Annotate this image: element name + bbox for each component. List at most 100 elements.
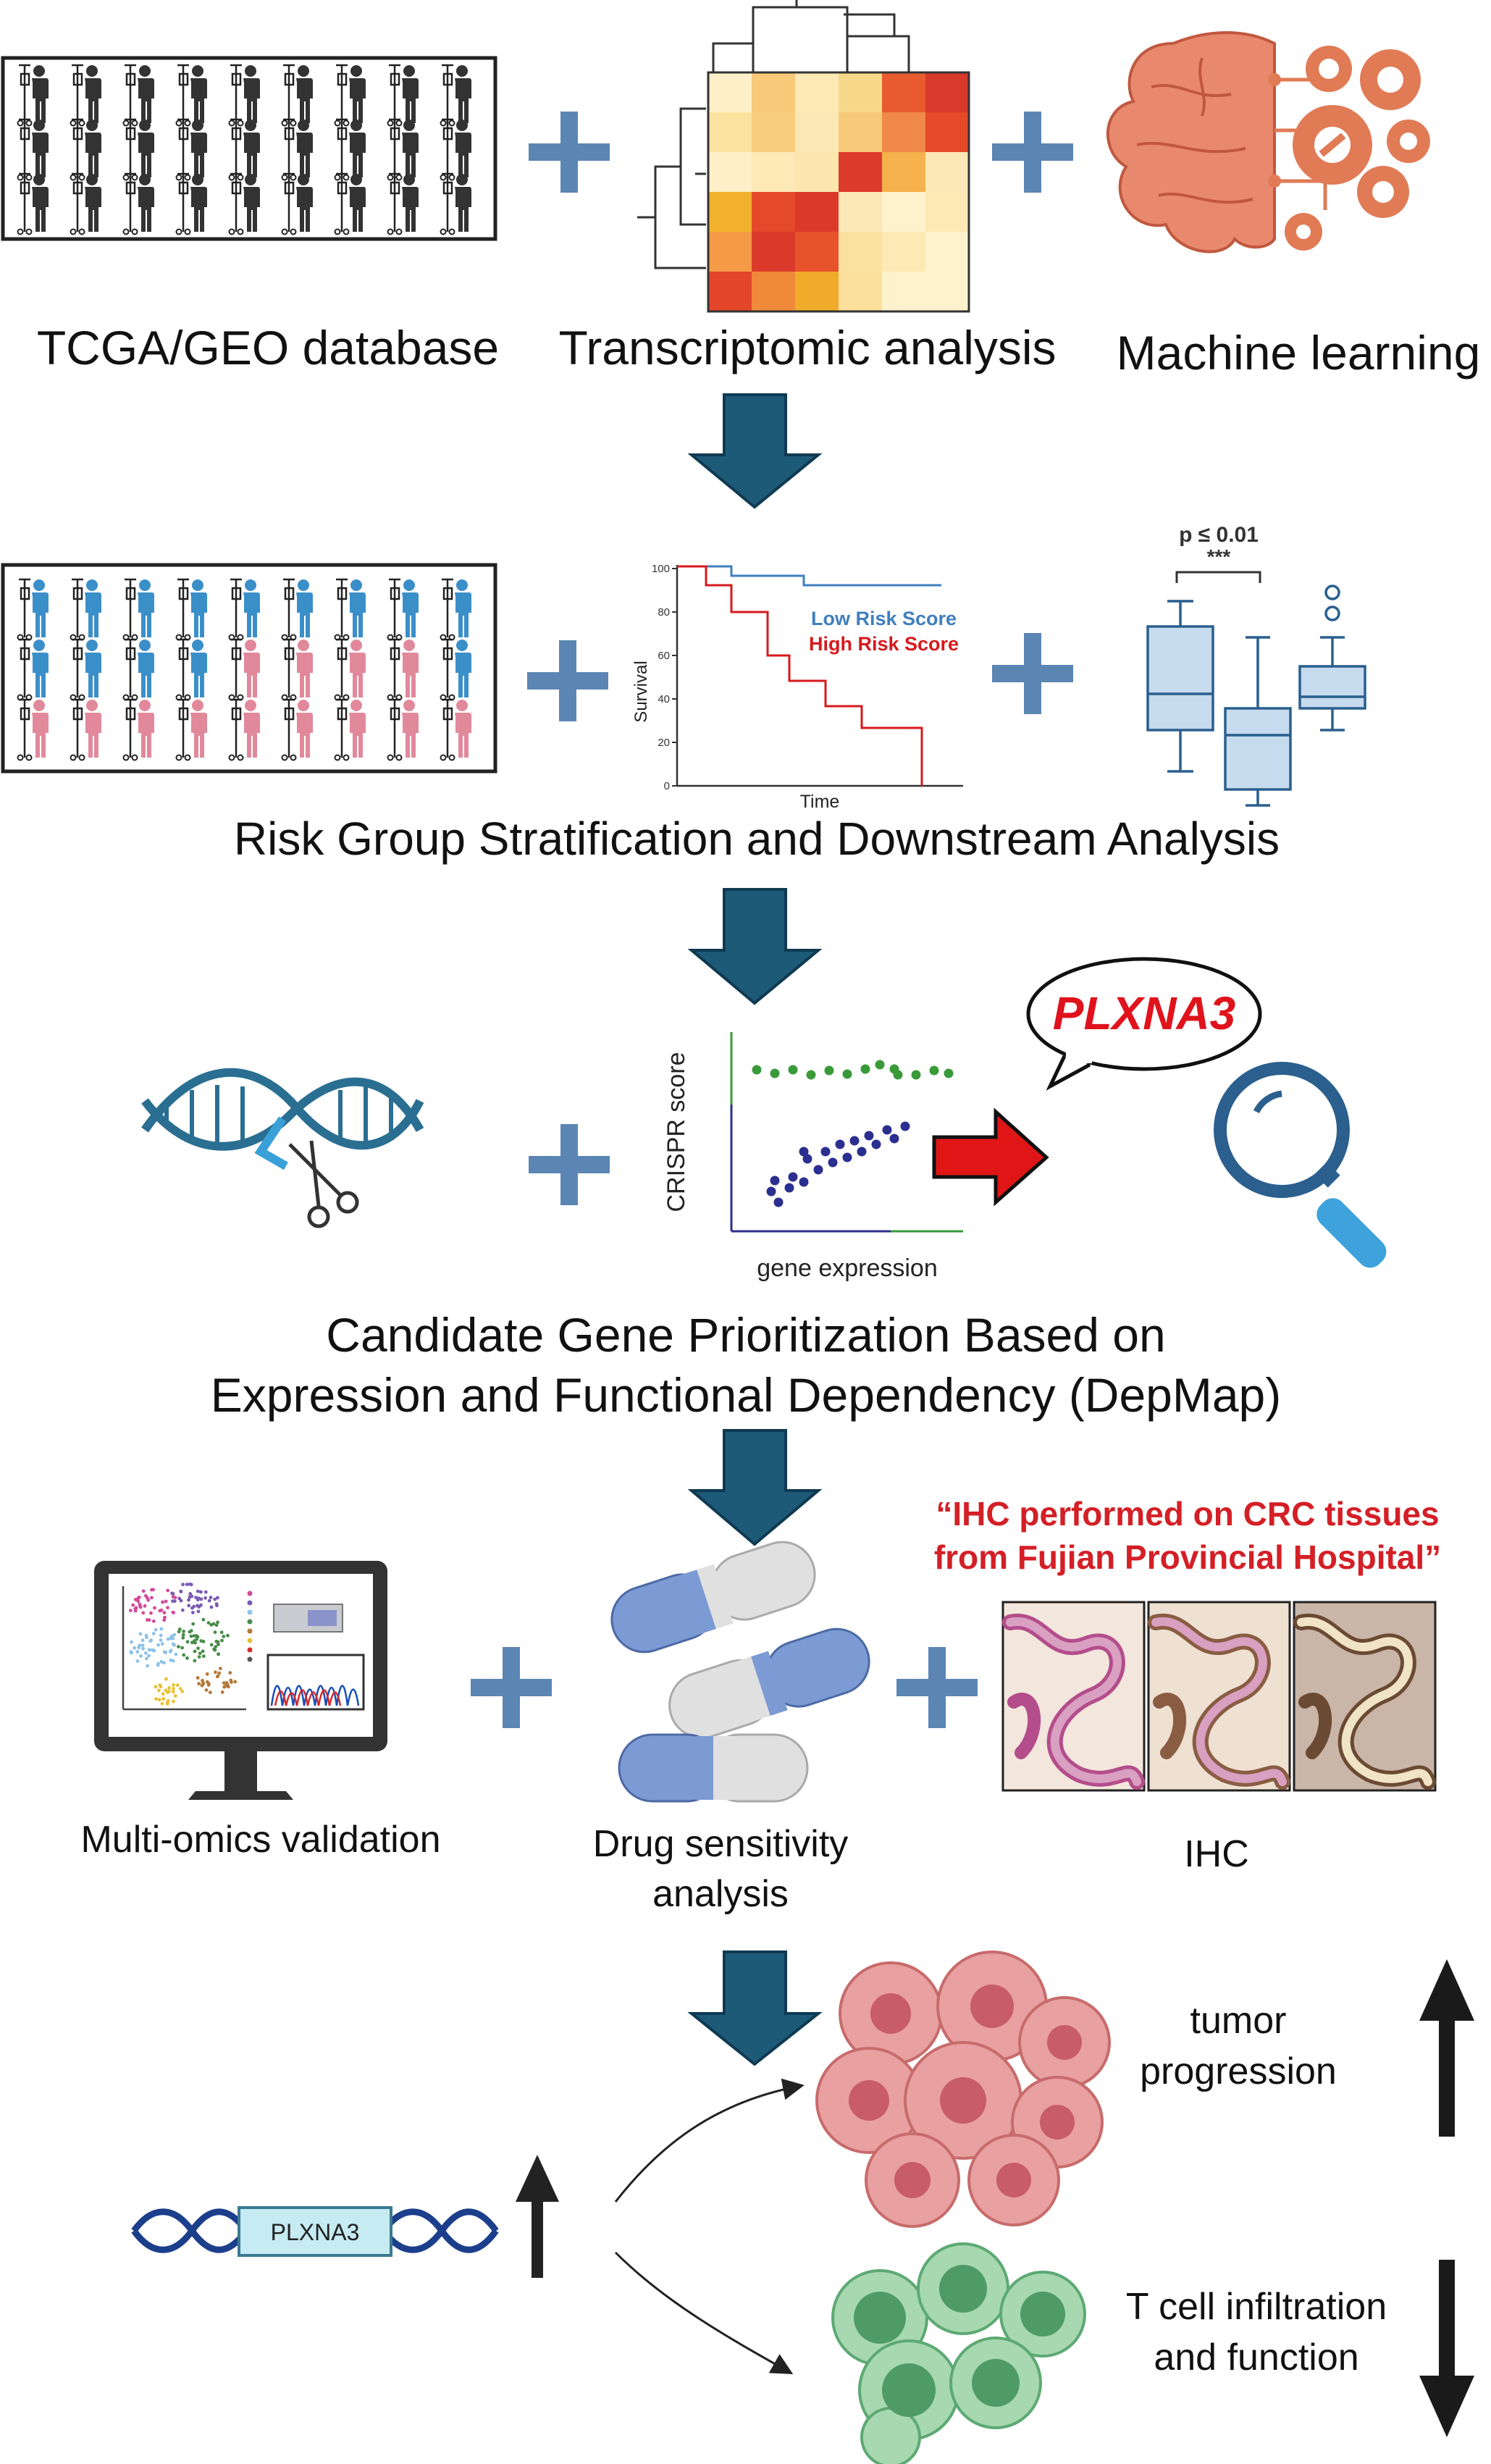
tsne-point bbox=[136, 1599, 140, 1604]
tsne-legend-dot bbox=[247, 1647, 253, 1653]
heatmap-cell bbox=[925, 232, 969, 272]
patient-icon bbox=[175, 638, 209, 701]
heatmap-cell bbox=[752, 152, 795, 192]
patient-grid bbox=[17, 64, 473, 235]
tsne-point bbox=[196, 1604, 199, 1608]
scatter-point-green bbox=[842, 1069, 852, 1079]
scatter-point-green bbox=[889, 1064, 899, 1074]
patient-icon bbox=[17, 172, 50, 235]
magnifier-icon bbox=[1214, 1062, 1387, 1268]
km-tick-label: 20 bbox=[658, 737, 670, 749]
patient-icon bbox=[17, 698, 50, 761]
heatmap-cell bbox=[882, 112, 925, 152]
tsne-point bbox=[163, 1615, 167, 1619]
km-tick-label: 60 bbox=[658, 650, 670, 662]
patient-icon bbox=[17, 64, 50, 127]
label-multiomics: Multi-omics validation bbox=[80, 1819, 441, 1861]
tsne-point bbox=[188, 1592, 193, 1596]
patient-icon bbox=[175, 118, 209, 181]
heatmap-cell bbox=[839, 272, 882, 311]
tsne-point bbox=[228, 1671, 232, 1675]
heatmap-cell bbox=[795, 192, 839, 232]
tsne-point bbox=[129, 1650, 133, 1654]
scatter-point-navy bbox=[849, 1136, 860, 1146]
scatter-point-navy bbox=[770, 1176, 780, 1186]
tsne-point bbox=[167, 1686, 172, 1690]
tsne-point bbox=[177, 1630, 181, 1634]
tsne-point bbox=[171, 1595, 175, 1599]
km-tick-label: 100 bbox=[652, 563, 670, 575]
patient-icon bbox=[440, 64, 473, 127]
tsne-point bbox=[197, 1655, 201, 1659]
tsne-point bbox=[154, 1627, 158, 1632]
label-candidate-prioritization-2: Expression and Functional Dependency (De… bbox=[210, 1368, 1282, 1422]
plus-sign bbox=[529, 1124, 610, 1205]
tsne-point bbox=[180, 1690, 185, 1693]
scatter-point-green bbox=[875, 1060, 885, 1070]
tsne-point bbox=[169, 1648, 173, 1653]
tsne-point bbox=[199, 1597, 203, 1601]
patient-icon bbox=[440, 698, 473, 761]
heatmap-cell bbox=[795, 232, 839, 272]
scatter-point-green bbox=[770, 1068, 780, 1078]
tsne-point bbox=[178, 1687, 182, 1691]
tsne-point bbox=[174, 1652, 178, 1656]
scatter-y-axis-label: CRISPR score bbox=[663, 1052, 690, 1212]
tsne-point bbox=[212, 1647, 216, 1651]
up-arrow-icon bbox=[1419, 1959, 1474, 2137]
patient-icon bbox=[281, 638, 314, 701]
tsne-point bbox=[161, 1697, 166, 1701]
tsne-point bbox=[139, 1654, 143, 1658]
tsne-legend-dot bbox=[247, 1638, 253, 1643]
tsne-point bbox=[181, 1633, 185, 1637]
heatmap-cell bbox=[839, 232, 882, 272]
scatter-point-navy bbox=[857, 1147, 867, 1157]
tsne-point bbox=[185, 1656, 189, 1660]
tsne-point bbox=[205, 1672, 209, 1676]
scatter-point-navy bbox=[788, 1172, 798, 1182]
tsne-legend-dot bbox=[247, 1619, 253, 1625]
tsne-legend-dot bbox=[247, 1609, 253, 1615]
monitor-icon bbox=[94, 1561, 387, 1800]
tsne-point bbox=[196, 1676, 200, 1680]
km-tick-label: 80 bbox=[658, 606, 670, 619]
patient-icon bbox=[122, 172, 156, 235]
patient-icon bbox=[334, 172, 367, 235]
heatmap-cell bbox=[882, 232, 925, 272]
tsne-point bbox=[199, 1603, 203, 1607]
scatter-point-green bbox=[824, 1065, 834, 1076]
heatmap-cell bbox=[925, 152, 969, 192]
patient-icon bbox=[228, 638, 261, 701]
km-tick-label: 0 bbox=[664, 780, 670, 792]
label-and-function: and function bbox=[1154, 2337, 1359, 2379]
patient-icon bbox=[281, 64, 314, 127]
tsne-point bbox=[194, 1596, 198, 1600]
heatmap-cell bbox=[752, 272, 795, 311]
patient-icon bbox=[122, 118, 156, 181]
tsne-point bbox=[149, 1638, 154, 1643]
patient-icon bbox=[17, 118, 50, 181]
tsne-point bbox=[159, 1633, 163, 1638]
tsne-point bbox=[166, 1588, 170, 1593]
patient-icon bbox=[175, 64, 209, 127]
tsne-point bbox=[187, 1604, 191, 1608]
tsne-point bbox=[147, 1654, 151, 1658]
tsne-point bbox=[130, 1640, 134, 1644]
scatter-point-green bbox=[911, 1070, 921, 1080]
tsne-point bbox=[188, 1595, 192, 1599]
heatmap-cell bbox=[882, 152, 925, 192]
tsne-point bbox=[230, 1680, 233, 1685]
label-machine-learning: Machine learning bbox=[1117, 326, 1481, 380]
ihc-quote-line1: “IHC performed on CRC tissues bbox=[936, 1495, 1440, 1533]
scatter-point-navy bbox=[820, 1147, 831, 1157]
tsne-point bbox=[138, 1604, 142, 1608]
patient-icon bbox=[387, 118, 420, 181]
scatter-point-navy bbox=[828, 1157, 838, 1168]
tsne-point bbox=[172, 1699, 175, 1704]
patient-icon bbox=[228, 64, 261, 127]
heatmap-cell bbox=[925, 272, 969, 311]
scatter-point-navy bbox=[773, 1197, 784, 1207]
heatmap-cell bbox=[752, 192, 795, 232]
tsne-point bbox=[189, 1629, 193, 1633]
